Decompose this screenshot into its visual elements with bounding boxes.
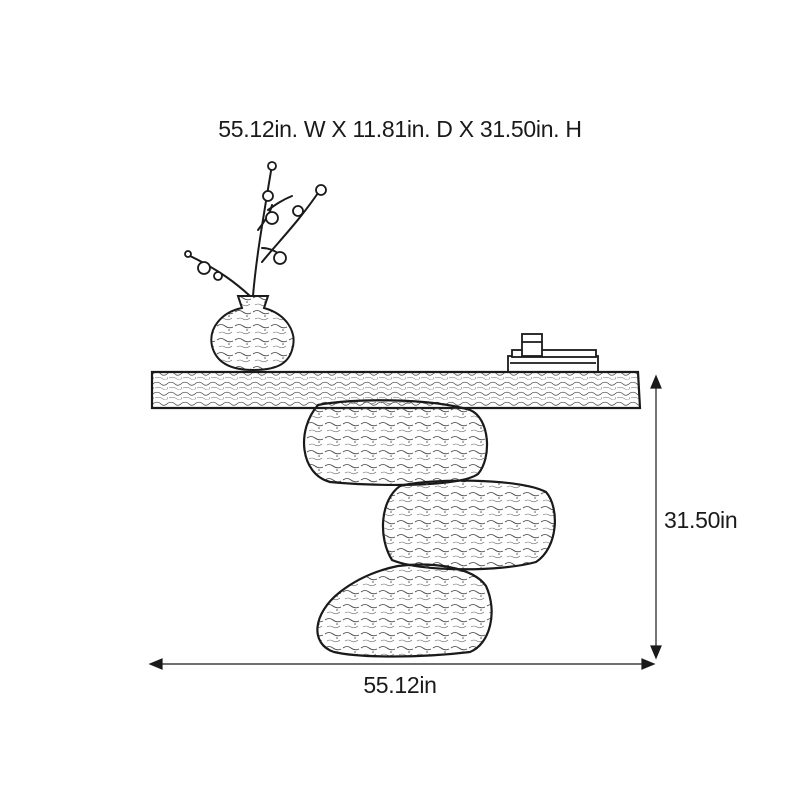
blossoms — [184, 161, 327, 281]
height-label: 31.50in — [664, 507, 738, 533]
books — [507, 349, 599, 373]
height-dimension-line — [650, 374, 662, 660]
cup — [521, 333, 543, 357]
width-label: 55.12in — [363, 672, 437, 698]
vase — [210, 295, 295, 372]
width-dimension-line — [148, 658, 656, 670]
branch-stems — [185, 164, 321, 297]
table-top — [150, 370, 642, 410]
stone-top — [303, 399, 489, 487]
stone-middle — [381, 479, 556, 571]
stone-bottom — [316, 563, 493, 658]
dimensions-title: 55.12in. W X 11.81in. D X 31.50in. H — [218, 116, 582, 142]
